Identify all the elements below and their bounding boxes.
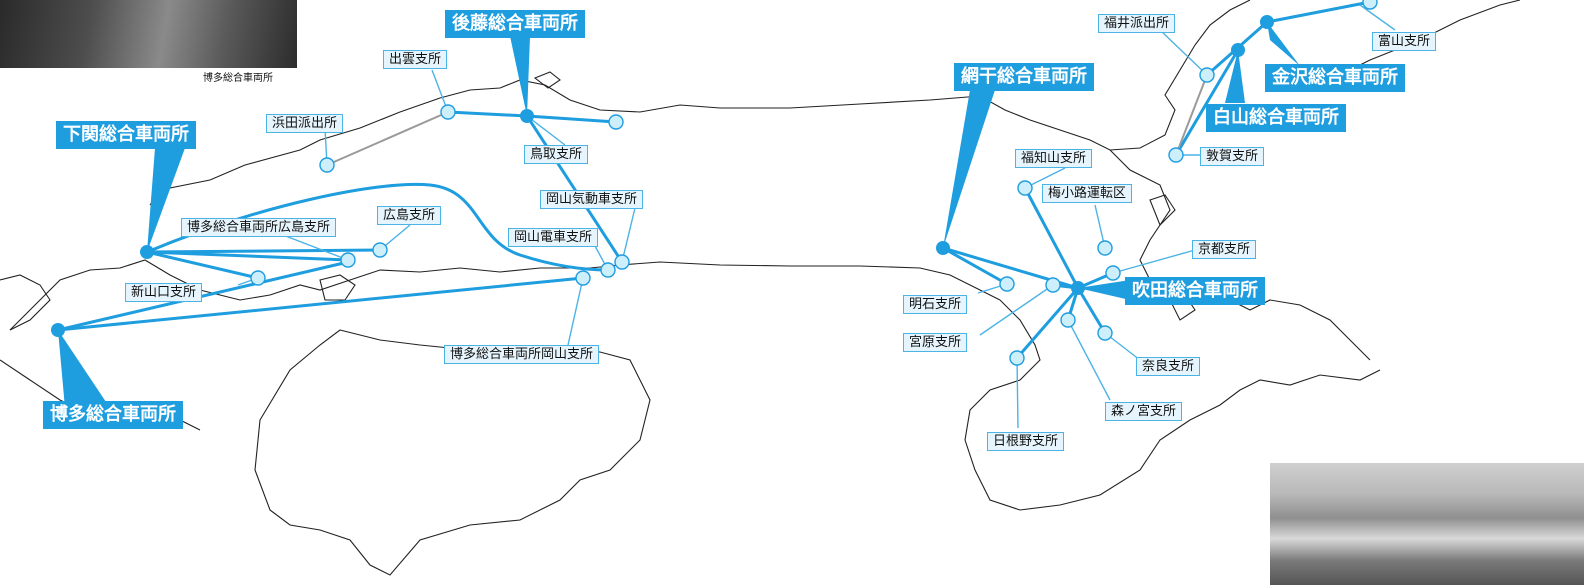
node-tottori [608, 114, 624, 130]
label-hakata-hiroshima: 博多総合車両所広島支所 [181, 218, 337, 237]
label-tsuruga: 敦賀支所 [1200, 147, 1265, 166]
node-hakusan [1231, 43, 1245, 57]
node-kyoto [1105, 265, 1121, 281]
label-tottori: 鳥取支所 [524, 145, 589, 164]
photo-caption: 博多総合車両所 [203, 73, 273, 84]
line-hakata-okayama [57, 276, 584, 332]
node-fukui [1199, 67, 1215, 83]
label-kyoto: 京都支所 [1192, 240, 1257, 259]
label-miyahara: 宮原支所 [903, 333, 968, 352]
node-hiroshima [372, 242, 388, 258]
line-hakata-hiroshima [57, 260, 349, 332]
label-hineno: 日根野支所 [987, 432, 1065, 451]
label-umekoji: 梅小路運転区 [1042, 184, 1133, 203]
nodes [51, 15, 1274, 337]
node-hakata-hiroshima [340, 252, 356, 268]
node-hineno [1009, 350, 1025, 366]
node-umekoji [1097, 240, 1113, 256]
node-akashi [999, 276, 1015, 292]
label-aboshi: 網干総合車両所 [954, 63, 1094, 91]
node-okayama-kido [614, 254, 630, 270]
rail-lines-gray [326, 74, 1208, 166]
node-hakata [51, 323, 65, 337]
line-suita-fukuchiyama [1023, 187, 1080, 289]
node-kanazawa [1260, 15, 1274, 29]
node-suita [1071, 281, 1085, 295]
line-goto-okayama [525, 115, 624, 263]
label-goto: 後藤総合車両所 [445, 10, 585, 38]
label-suita: 吹田総合車両所 [1125, 277, 1265, 305]
label-shinyamaguchi: 新山口支所 [125, 283, 203, 302]
label-izumo: 出雲支所 [383, 50, 448, 69]
label-morinomiya: 森ノ宮支所 [1105, 402, 1183, 421]
label-toyama: 富山支所 [1372, 32, 1437, 51]
node-aboshi [936, 241, 950, 255]
label-fukuchiyama: 福知山支所 [1015, 149, 1093, 168]
label-okayama-densha: 岡山電車支所 [508, 228, 599, 247]
node-toyama [1362, 0, 1378, 10]
line-suita-hineno [1015, 287, 1080, 359]
label-hakusan: 白山総合車両所 [1206, 104, 1346, 132]
label-shimonoseki: 下関総合車両所 [56, 121, 196, 149]
line-shimo-hiroshima-branch [146, 250, 349, 262]
node-tsuruga [1168, 147, 1184, 163]
label-hakata-okayama: 博多総合車両所岡山支所 [444, 345, 600, 364]
label-akashi: 明石支所 [903, 295, 968, 314]
line-aboshi-akashi [942, 246, 1008, 286]
label-okayama-kido: 岡山気動車支所 [540, 190, 644, 209]
label-fukui: 福井派出所 [1098, 14, 1176, 33]
node-okayama-densha [600, 262, 616, 278]
label-hiroshima: 広島支所 [377, 206, 442, 225]
node-morinomiya [1060, 312, 1076, 328]
label-hakata: 博多総合車両所 [43, 401, 183, 429]
label-nara: 奈良支所 [1136, 357, 1201, 376]
label-hamada: 浜田派出所 [266, 114, 344, 133]
depot-photo-hakata [0, 0, 297, 68]
node-hamada [319, 157, 335, 173]
node-fukuchiyama [1017, 180, 1033, 196]
node-shimonoseki [140, 245, 154, 259]
label-kanazawa: 金沢総合車両所 [1265, 64, 1405, 92]
node-miyahara [1045, 277, 1061, 293]
node-hakata-okayama [575, 270, 591, 286]
line-shimo-shinyamaguchi [146, 250, 259, 280]
callout-pointers [58, 22, 1300, 408]
node-izumo [440, 104, 456, 120]
line-shimo-hiroshima [146, 248, 381, 254]
node-goto [520, 109, 534, 123]
node-nara [1097, 325, 1113, 341]
line-suita-nara [1076, 287, 1107, 334]
node-shinyamaguchi [250, 270, 266, 286]
line-tsuruga-hakusan [1174, 49, 1240, 156]
line-shimo-okayama-curve [146, 182, 609, 272]
branch-nodes [250, 0, 1378, 366]
depot-photo-aerial [1270, 463, 1584, 585]
